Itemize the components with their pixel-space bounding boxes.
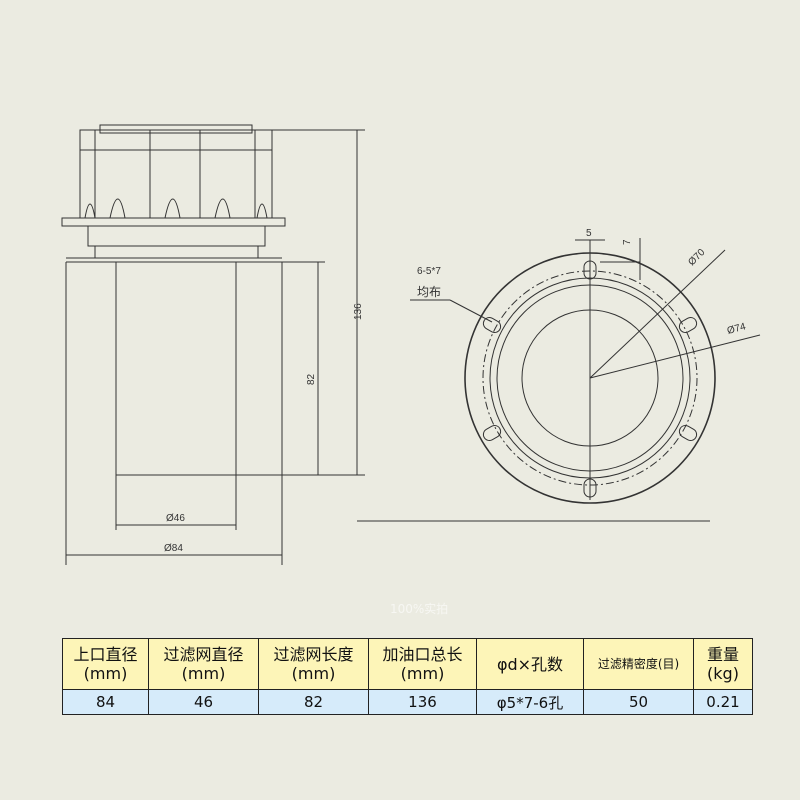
value-cell: 84 xyxy=(62,689,149,715)
table-row: 84 46 82 136 φ5*7-6孔 50 0.21 xyxy=(62,689,753,715)
dim-d46: Ø46 xyxy=(166,513,185,524)
dim-82: 82 xyxy=(306,373,317,385)
header-cell: φd×孔数 xyxy=(476,638,584,690)
header-cell: 过滤网长度(mm) xyxy=(258,638,369,690)
header-cell: 过滤精密度(目) xyxy=(583,638,694,690)
dim-5: 5 xyxy=(586,228,592,239)
header-cell: 上口直径(mm) xyxy=(62,638,149,690)
dim-d84: Ø84 xyxy=(164,543,183,554)
watermark: 100%实拍 xyxy=(390,602,449,616)
header-cell: 过滤网直径(mm) xyxy=(148,638,259,690)
dim-136: 136 xyxy=(353,303,364,320)
mounting-holes xyxy=(482,260,698,498)
value-cell: 136 xyxy=(368,689,477,715)
dim-7: 7 xyxy=(622,239,633,245)
hole-note-distribution: 均布 xyxy=(417,285,441,299)
value-cell: 50 xyxy=(583,689,694,715)
end-view xyxy=(410,238,761,504)
value-cell: 46 xyxy=(148,689,259,715)
value-cell: 82 xyxy=(258,689,369,715)
value-cell: φ5*7-6孔 xyxy=(476,689,584,715)
side-view xyxy=(61,124,710,565)
value-cell: 0.21 xyxy=(693,689,753,715)
hole-note: 6-5*7 xyxy=(417,266,441,277)
header-cell: 加油口总长(mm) xyxy=(368,638,477,690)
dim-d70: Ø70 xyxy=(686,247,707,268)
spec-table: 上口直径(mm) 过滤网直径(mm) 过滤网长度(mm) 加油口总长(mm) φ… xyxy=(62,638,753,715)
header-cell: 重量(kg) xyxy=(693,638,753,690)
dim-d74: Ø74 xyxy=(726,321,748,337)
